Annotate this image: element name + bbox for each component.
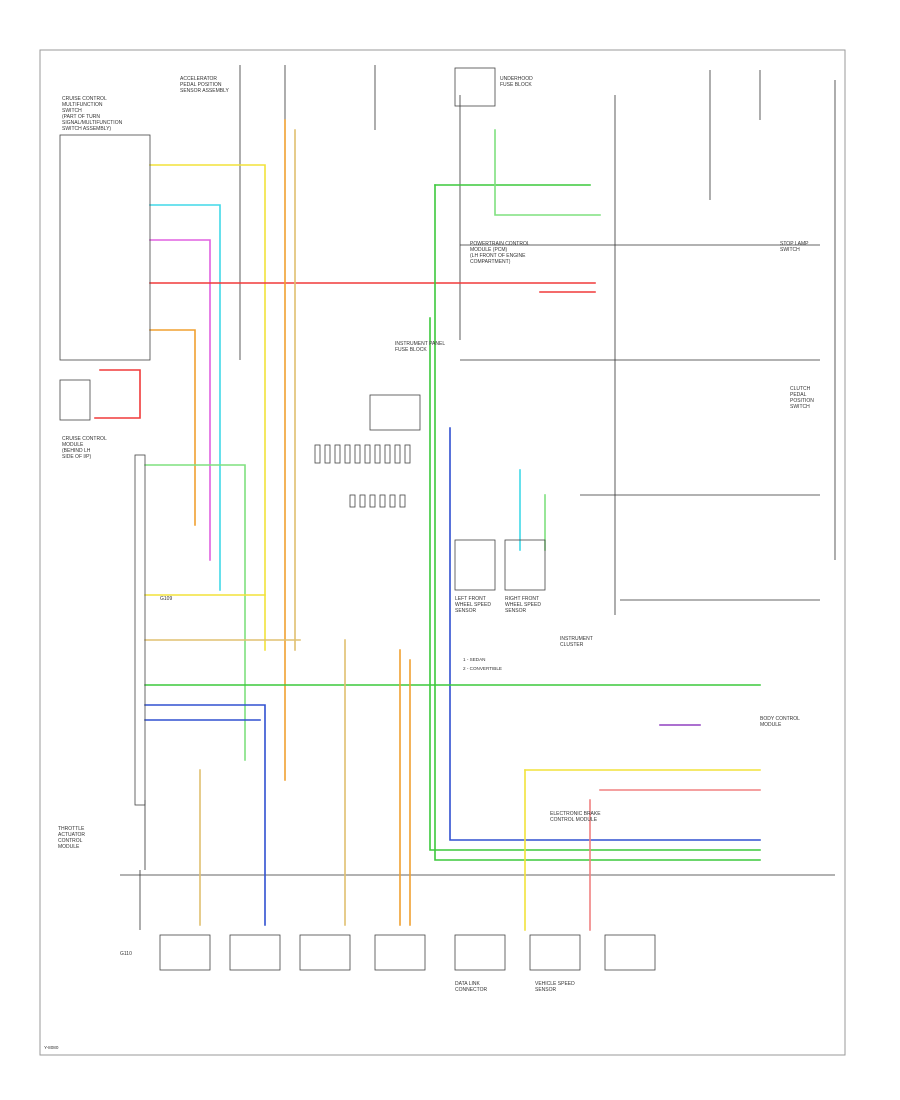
speaker-1-box [159,934,211,971]
pin-2 [334,444,341,464]
speaker-2-box [229,934,281,971]
pin-9 [404,444,411,464]
ground-symbol-box [59,379,91,421]
green-wire-2 [429,317,761,851]
lightgreen-wire-2 [144,464,246,761]
lower-pin-1 [359,494,366,508]
pin-5 [364,444,371,464]
pin-6 [374,444,381,464]
left-wheel-speed-box [454,539,496,591]
pin-1 [324,444,331,464]
legend-line-2: 2 - CONVERTIBLE [463,666,502,671]
pin-0 [314,444,321,464]
magenta-wire-1 [149,239,211,561]
blue-wire-1 [449,427,761,841]
orange-wire-1 [149,329,196,526]
g109-label: G109 [160,596,172,602]
legend-line-1: 1 - SEDAN [463,657,485,662]
yellow-wire-1 [149,164,266,651]
ebcm-box [604,934,656,971]
blue-wire-2 [144,704,266,926]
pin-7 [384,444,391,464]
wire-layer [94,65,836,931]
fuse-block-box [369,394,421,431]
cruise-control-switch-box [59,134,151,361]
lower-pin-0 [349,494,356,508]
underhood-fuse-box [454,67,496,107]
green-wire-long [434,184,761,861]
pcm-lower-box [454,934,506,971]
g110-label: G110 [120,951,132,957]
right-wheel-speed-box [504,539,546,591]
pin-4 [354,444,361,464]
legend: 1 - SEDAN 2 - CONVERTIBLE [463,657,502,671]
speaker-3-box [299,934,351,971]
cruise-module-connector-strip [134,454,146,806]
vss-box [529,934,581,971]
component-layer [59,67,656,971]
footer-code: Y-8080 [44,1045,59,1050]
red-wire-ground [94,369,141,419]
speaker-4-box [374,934,426,971]
lower-pin-4 [389,494,396,508]
lower-pin-5 [399,494,406,508]
diagram-frame [39,49,846,1056]
lightgreen-wire-1 [494,129,601,216]
lower-pin-2 [369,494,376,508]
pin-3 [344,444,351,464]
pin-8 [394,444,401,464]
cyan-wire-1 [149,204,221,591]
lower-pin-3 [379,494,386,508]
